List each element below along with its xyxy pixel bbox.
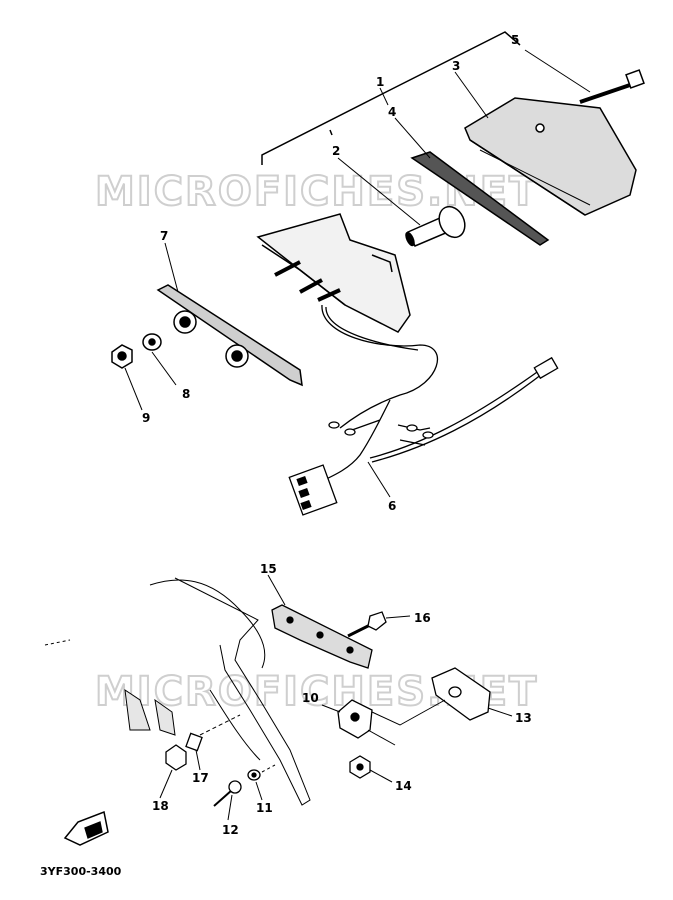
plate-part-15 [271,604,373,669]
nut-part-14 [349,755,393,783]
bolt-part-16 [347,611,411,638]
callout-1: 1 [376,75,384,89]
tail-light-assembly [111,31,645,516]
callout-8: 8 [182,387,190,401]
callout-10: 10 [302,691,319,705]
lens-part-13 [431,667,513,721]
callout-12: 12 [222,823,239,837]
callout-6: 6 [388,499,396,513]
callout-labels: 1 2 3 4 5 6 7 8 9 10 11 12 13 14 15 16 1… [142,33,532,837]
housing-part-1 [256,213,411,333]
clip-part-17 [185,714,241,771]
nut-part-9 [111,344,133,369]
washer-part-11 [247,764,276,801]
socket-part-10 [321,699,373,739]
callout-5: 5 [511,33,519,47]
callout-9: 9 [142,411,150,425]
gasket-part-4 [410,151,550,246]
grommet-part-18 [159,744,187,799]
callout-14: 14 [395,779,412,793]
callout-16: 16 [414,611,431,625]
rear-fender-outline [44,577,311,806]
bracket-part-7 [156,284,303,387]
callout-4: 4 [388,105,396,119]
screw-part-12 [213,780,242,821]
license-light-assembly [44,574,513,846]
direction-arrow-icon [63,810,109,846]
callout-17: 17 [192,771,209,785]
bulb-part-2 [405,205,466,247]
diagram-code: 3YF300-3400 [40,865,122,878]
callout-2: 2 [332,144,340,158]
callout-11: 11 [256,801,273,815]
screw-part-5 [579,69,645,104]
tail-lens-part-3 [464,97,637,216]
callout-13: 13 [515,711,532,725]
callout-18: 18 [152,799,169,813]
wire-harness-part-6 [288,304,559,516]
callout-7: 7 [160,229,168,243]
callout-15: 15 [260,562,277,576]
washer-part-8 [142,333,162,351]
callout-3: 3 [452,59,460,73]
